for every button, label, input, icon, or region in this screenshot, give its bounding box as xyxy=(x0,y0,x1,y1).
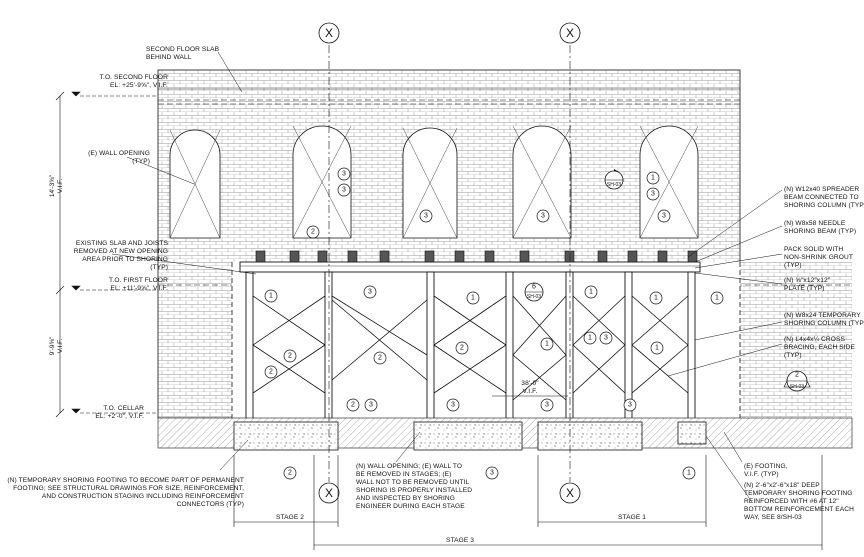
dim-stage-3: STAGE 3 xyxy=(445,537,475,544)
svg-text:1: 1 xyxy=(651,175,655,182)
svg-text:2: 2 xyxy=(351,402,355,409)
label-second-floor-slab: SECOND FLOOR SLAB BEHIND WALL xyxy=(146,46,220,61)
label-deep-footing: (N) 2'-6"x2'-6"x18" DEEP TEMPORARY SHORI… xyxy=(744,482,854,521)
label-wall-opening-typ: (E) WALL OPENING (TYP) xyxy=(88,150,150,165)
level-markers xyxy=(71,91,158,414)
svg-text:2: 2 xyxy=(311,229,315,236)
svg-text:1: 1 xyxy=(545,341,549,348)
section-marker-top: SH-03 xyxy=(604,169,624,190)
svg-text:2: 2 xyxy=(288,470,292,477)
svg-text:X: X xyxy=(566,486,574,500)
svg-text:3: 3 xyxy=(424,213,428,220)
svg-text:3: 3 xyxy=(490,470,494,477)
keynote-bubbles: 3 3 2 3 3 1 3 3 1 3 1 1 1 1 2 2 2 1 1 3 … xyxy=(264,167,724,480)
cross-bracing xyxy=(252,295,689,401)
svg-text:1: 1 xyxy=(269,293,273,300)
svg-text:1: 1 xyxy=(588,335,592,342)
label-shoring-column: (N) W8x24 TEMPORARY SHORING COLUMN (TYP) xyxy=(784,312,864,327)
svg-text:2: 2 xyxy=(460,345,464,352)
label-wall-opening-stages: (N) WALL OPENING; (E) WALL TO BE REMOVED… xyxy=(356,463,473,510)
label-to-first-floor: T.O. FIRST FLOOR EL: +11'-9⅝", V.I.F. xyxy=(109,277,168,292)
svg-text:3: 3 xyxy=(662,213,666,220)
svg-text:1: 1 xyxy=(655,345,659,352)
svg-text:X: X xyxy=(325,486,333,500)
svg-text:1: 1 xyxy=(589,289,593,296)
brick-wall-right xyxy=(740,262,852,418)
svg-text:6: 6 xyxy=(532,284,536,291)
label-temp-footing-note: (N) TEMPORARY SHORING FOOTING TO BECOME … xyxy=(7,477,244,508)
stage-dimensions xyxy=(233,395,823,550)
dim-upper-story: 14'-3⅝" V.I.F. xyxy=(49,174,64,198)
section-marker-mid: 6 SH-03 xyxy=(524,282,544,302)
svg-text:2: 2 xyxy=(378,355,382,362)
label-to-cellar: T.O. CELLAR EL: +2'-0", V.I.F. xyxy=(95,405,144,420)
dim-lower-story: 9'-9⅝" V.I.F. xyxy=(49,336,64,356)
svg-text:3: 3 xyxy=(604,335,608,342)
label-to-second-floor: T.O. SECOND FLOOR EL: +25'-9⅝", V.I.F. xyxy=(99,74,168,89)
svg-text:3: 3 xyxy=(545,402,549,409)
label-cross-bracing: (N) L4x4x¼ CROSS BRACING, EACH SIDE (TYP… xyxy=(784,336,856,359)
svg-text:3: 3 xyxy=(541,213,545,220)
svg-text:3: 3 xyxy=(451,402,455,409)
svg-text:SH-03: SH-03 xyxy=(607,182,621,188)
svg-text:3: 3 xyxy=(651,191,655,198)
svg-text:3: 3 xyxy=(342,171,346,178)
spreader-beam xyxy=(239,261,701,273)
svg-text:1: 1 xyxy=(471,295,475,302)
dim-stage-1: STAGE 1 xyxy=(617,514,647,521)
svg-text:1: 1 xyxy=(687,470,691,477)
label-pack-solid: PACK SOLID WITH NON-SHRINK GROUT (TYP) xyxy=(784,246,854,269)
svg-text:3: 3 xyxy=(369,402,373,409)
dim-stage-2: STAGE 2 xyxy=(275,514,305,521)
svg-text:2: 2 xyxy=(795,372,799,379)
svg-text:2: 2 xyxy=(269,369,273,376)
svg-text:X: X xyxy=(566,26,574,40)
needle-beams xyxy=(255,250,698,263)
section-marker-right: 2 SH-03 xyxy=(783,370,811,392)
footings xyxy=(233,421,707,451)
label-spreader-beam: (N) W12x40 SPREADER BEAM CONNECTED TO SH… xyxy=(784,186,864,209)
shoring-columns xyxy=(245,271,696,421)
grid-lines xyxy=(328,45,571,482)
label-needle-beam: (N) W8x58 NEEDLE SHORING BEAM (TYP) xyxy=(784,220,857,235)
grid-bubble-right: X X xyxy=(559,22,581,504)
label-existing-slab: EXISTING SLAB AND JOISTS REMOVED AT NEW … xyxy=(73,240,168,271)
svg-text:3: 3 xyxy=(628,402,632,409)
svg-text:SH-03: SH-03 xyxy=(527,294,541,300)
leader-lines xyxy=(111,51,783,503)
label-e-footing: (E) FOOTING, V.I.F. (TYP) xyxy=(744,463,788,478)
svg-text:1: 1 xyxy=(654,295,658,302)
new-wall-opening xyxy=(232,262,740,418)
vertical-dimension xyxy=(55,91,65,418)
svg-text:X: X xyxy=(325,26,333,40)
svg-text:1: 1 xyxy=(715,295,719,302)
grid-bubble-left: X X xyxy=(318,22,340,504)
svg-text:3: 3 xyxy=(368,289,372,296)
svg-text:3: 3 xyxy=(342,187,346,194)
svg-text:2: 2 xyxy=(288,353,292,360)
dim-opening-width: 38'-0" V.I.F. xyxy=(521,380,539,395)
label-plate: (N) ⅝"x12"x12" PLATE (TYP) xyxy=(784,277,831,292)
